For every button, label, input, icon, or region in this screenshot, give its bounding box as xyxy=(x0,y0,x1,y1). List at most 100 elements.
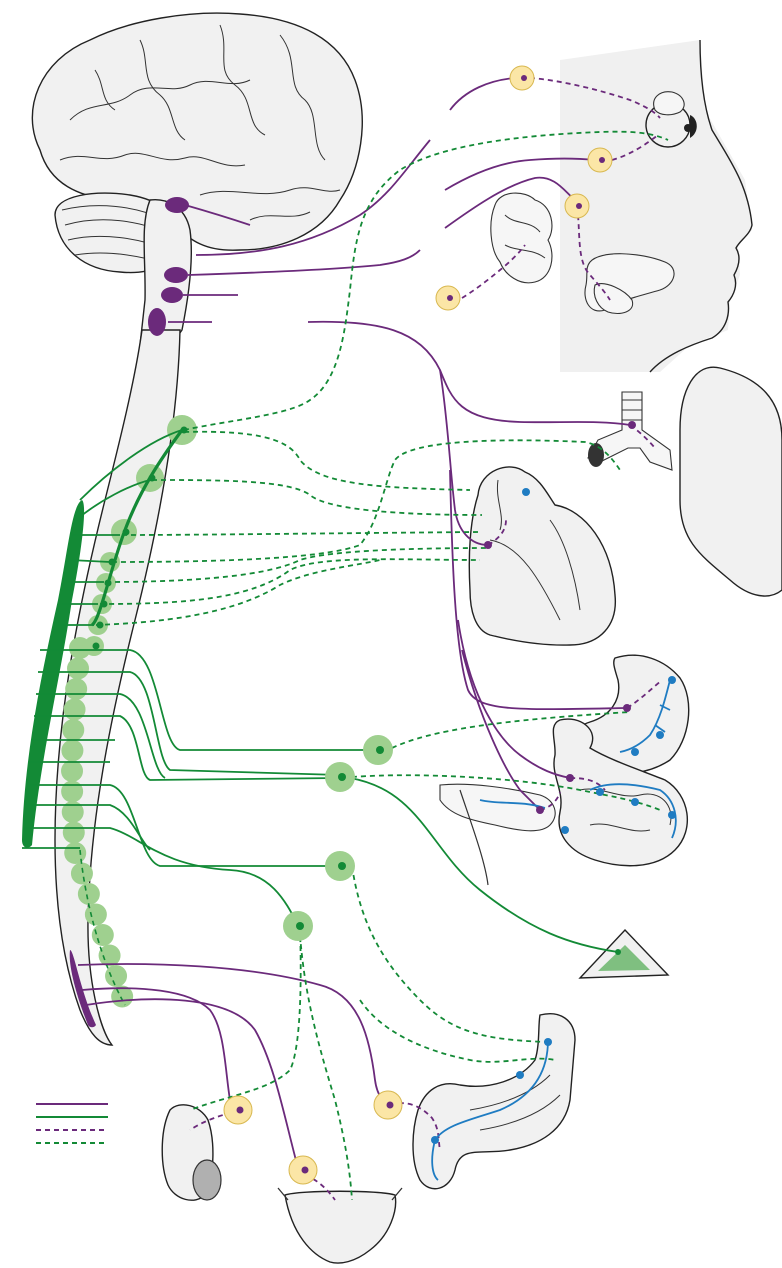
sacral-nucleus xyxy=(69,950,96,1028)
symp-post-genitals xyxy=(189,927,302,1111)
heart xyxy=(468,466,616,646)
vagus-to-duodenum xyxy=(461,649,541,811)
para-post-lacrimal xyxy=(611,134,659,161)
splanchnic-3 xyxy=(36,693,166,779)
synapse-stomach xyxy=(623,704,631,712)
enteric-stomach xyxy=(619,679,671,753)
submandibular-ganglion xyxy=(564,193,590,219)
legend xyxy=(36,1103,108,1144)
reproductive-organ xyxy=(161,1104,222,1201)
lumbar-splanchnic-2 xyxy=(24,827,299,926)
symp-post-eye xyxy=(183,130,669,431)
para-post-ciliary xyxy=(529,77,661,119)
vagus-to-stomach xyxy=(449,469,626,711)
vagus-to-heart xyxy=(439,369,489,546)
symp-post-lungs xyxy=(111,439,621,563)
nucleus-vagus xyxy=(148,308,166,336)
para-post-colon xyxy=(389,1102,441,1151)
small-intestine xyxy=(552,718,689,867)
symp-post-heart-2 xyxy=(151,479,483,516)
enteric-stomach-branches xyxy=(654,704,671,733)
chain-ganglion xyxy=(61,780,84,803)
chain-ganglion-cell xyxy=(92,642,100,650)
chain-ganglion xyxy=(67,657,90,680)
para-pre-facial xyxy=(187,249,421,276)
para-pre-cn3-upper xyxy=(195,139,431,256)
para-pre-cn3-to-ciliary xyxy=(449,77,516,111)
parotid-gland xyxy=(490,192,553,284)
sympathetic-trunk-upper xyxy=(90,429,184,627)
pancreas-duodenum xyxy=(439,783,556,886)
symp-post-small-intestine xyxy=(351,774,661,811)
enteric-ganglion-10 xyxy=(431,1136,439,1144)
symp-post-heart-5 xyxy=(99,558,481,605)
chain-ganglion xyxy=(105,965,128,987)
chain-ganglion xyxy=(98,944,121,967)
chain-ganglion xyxy=(64,842,87,864)
chain-ganglion xyxy=(62,821,85,844)
chain-ganglion xyxy=(63,698,86,721)
nucleus-oculomotor xyxy=(165,197,189,213)
lungs xyxy=(679,366,782,597)
synapse-adrenal xyxy=(615,949,621,955)
symp-post-bladder xyxy=(299,934,353,1201)
enteric-ganglion-9 xyxy=(516,1071,524,1079)
vagus-to-lungs xyxy=(307,320,631,426)
enteric-colon xyxy=(431,1039,549,1181)
chain-upper-4 xyxy=(69,559,111,563)
ciliary-ganglion xyxy=(509,65,535,91)
symp-post xyxy=(95,130,669,1201)
enteric-ganglion-6 xyxy=(668,811,676,819)
bladder xyxy=(277,1187,403,1264)
symp-post-heart-6 xyxy=(95,559,381,626)
chain-ganglion xyxy=(61,739,84,762)
pelvic-ganglion-genitals xyxy=(223,1095,253,1125)
pelvic-splanchnic-to-colon xyxy=(77,963,391,1106)
brainstem-nuclei xyxy=(148,197,189,336)
para-post-submandibular xyxy=(577,214,611,301)
lumbar-splanchnic xyxy=(28,784,340,867)
enteric-ganglion-7 xyxy=(561,826,569,834)
chain-ganglion xyxy=(91,924,114,946)
enteric-ganglion-3 xyxy=(631,748,639,756)
greater-splanchnic xyxy=(40,649,378,751)
symp-post-colon-2 xyxy=(359,999,556,1063)
synapse-heart xyxy=(484,541,492,549)
vagus-to-small-intestine xyxy=(457,619,571,779)
hypogastric-ganglion xyxy=(283,911,313,941)
enteric-ganglion-5 xyxy=(631,798,639,806)
pelvic-splanchnic-to-bladder xyxy=(85,998,299,1169)
para-post-parotid xyxy=(461,244,526,299)
synapse-lungs xyxy=(628,421,636,429)
chain-ganglion xyxy=(61,760,84,782)
enteric-plexus xyxy=(431,679,677,1181)
para-pre-facial-to-pterygopalatine xyxy=(444,176,576,229)
enteric-ganglion-1 xyxy=(668,676,676,684)
symp-post-heart-3 xyxy=(121,531,481,536)
lesser-splanchnic xyxy=(38,671,341,776)
otic-ganglion xyxy=(435,285,461,311)
chain-ganglion xyxy=(84,903,107,926)
synapse-heart-blue xyxy=(522,488,530,496)
splanchnic-4 xyxy=(34,715,341,781)
enteric-small-intestine xyxy=(589,783,677,839)
pelvic-ganglion-bladder xyxy=(288,1155,318,1185)
enteric-ganglion-2 xyxy=(656,731,664,739)
symp-post-large-intestine xyxy=(351,865,549,1043)
splanchnic-to-adrenal xyxy=(349,777,619,953)
synapse-duodenum xyxy=(536,806,544,814)
superior-mesenteric-ganglion xyxy=(325,762,355,792)
thoracolumbar-lateral-horn xyxy=(22,500,85,848)
pterygopalatine-ganglion xyxy=(587,147,613,173)
target-synapses xyxy=(431,421,676,1144)
chain-upper-2 xyxy=(75,479,151,521)
bronchi xyxy=(587,391,673,471)
celiac-ganglion xyxy=(363,735,393,765)
chain-ganglion xyxy=(61,801,84,823)
ganglia xyxy=(223,65,613,1185)
enteric-ganglion-8 xyxy=(544,1038,552,1046)
symp-pre-splanchnics xyxy=(22,429,619,953)
para-pre-oculomotor xyxy=(184,204,251,226)
